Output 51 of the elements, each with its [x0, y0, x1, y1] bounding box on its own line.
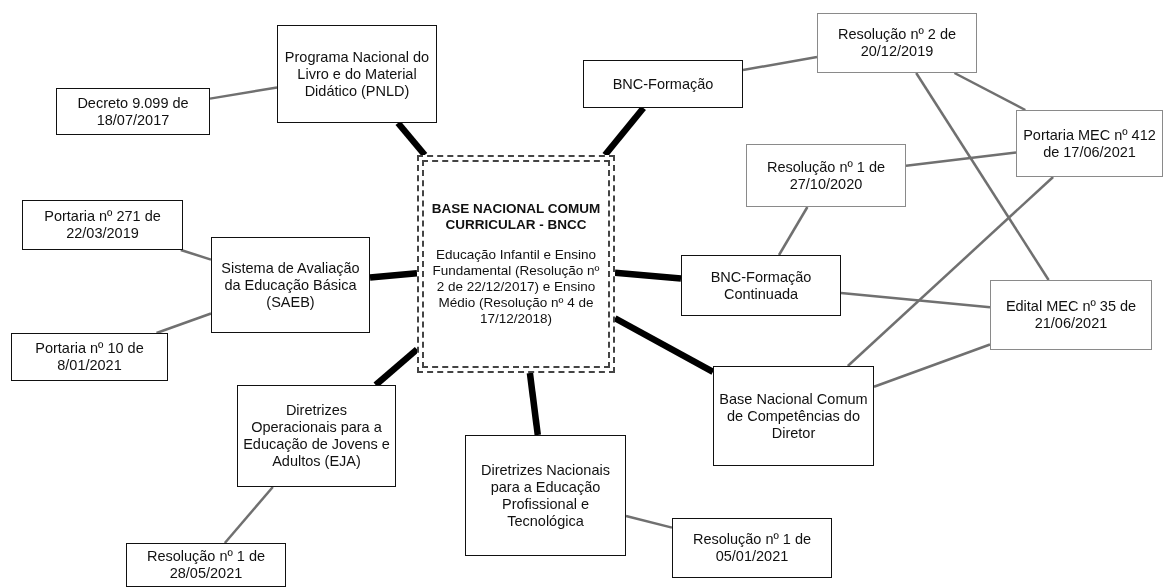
box-label: BASE NACIONAL COMUM CURRICULAR - BNCC: [430, 201, 602, 233]
document-box: [126, 543, 286, 587]
connector-line: [905, 151, 1017, 168]
document-box: [990, 280, 1152, 350]
connector-line: [156, 312, 212, 335]
connector-line: [625, 514, 673, 529]
box-label: Resolução nº 1 de 28/05/2021: [145, 548, 267, 582]
box-label: Diretrizes Nacionais para a Educação Profissional e Tecnológica: [480, 461, 611, 530]
connector-line: [369, 270, 418, 281]
document-box: [583, 60, 743, 108]
document-box: [817, 13, 977, 73]
box-label: Programa Nacional do Livro e do Material Didático (PNLD): [283, 48, 431, 100]
document-box: [277, 25, 437, 123]
connector-line: [742, 55, 818, 72]
box-label: BNC-Formação Continuada: [709, 268, 813, 303]
connector-line: [614, 269, 682, 282]
box-label: Portaria nº 271 de 22/03/2019: [43, 208, 162, 242]
document-box: [56, 88, 210, 135]
connector-line: [180, 248, 212, 261]
connector-line: [840, 291, 991, 309]
central-dashed-box: [417, 155, 615, 373]
box-description: Educação Infantil e Ensino Fundamental (Resolução nº 2 de 22/12/2017) e Ensino Médio (Resolução nº 4 de 17/12/2018): [431, 247, 601, 327]
box-label: Resolução nº 2 de 20/12/2019: [836, 26, 958, 60]
document-box: [713, 366, 874, 466]
connector-line: [209, 86, 278, 100]
connector-line: [953, 71, 1026, 112]
box-label: Decreto 9.099 de 18/07/2017: [76, 94, 190, 129]
document-box: [211, 237, 370, 333]
connector-line: [915, 72, 1050, 281]
connector-line: [223, 486, 274, 544]
document-box: [22, 200, 183, 250]
document-box: [672, 518, 832, 578]
box-label: Portaria nº 10 de 8/01/2021: [34, 340, 145, 374]
document-box: [746, 144, 906, 207]
box-label: BNC-Formação: [612, 75, 714, 93]
box-label: Edital MEC nº 35 de 21/06/2021: [1004, 298, 1138, 332]
connector-line: [526, 372, 541, 436]
box-label: Resolução nº 1 de 05/01/2021: [691, 531, 813, 565]
box-label: Sistema de Avaliação da Educação Básica (SAEB): [220, 259, 361, 311]
box-label: Diretrizes Operacionais para a Educação de Jovens e Adultos (EJA): [242, 402, 391, 470]
connector-line: [777, 206, 809, 256]
connector-line: [846, 176, 1054, 367]
document-box: [11, 333, 168, 381]
document-box: [1016, 110, 1163, 177]
box-label: Base Nacional Comum de Competências do Diretor: [718, 390, 869, 442]
box-label: Resolução nº 1 de 27/10/2020: [765, 158, 887, 193]
document-box: [681, 255, 841, 316]
document-box: [465, 435, 626, 556]
connector-line: [873, 343, 991, 388]
box-label: Portaria MEC nº 412 de 17/06/2021: [1022, 126, 1157, 161]
document-box: [237, 385, 396, 487]
